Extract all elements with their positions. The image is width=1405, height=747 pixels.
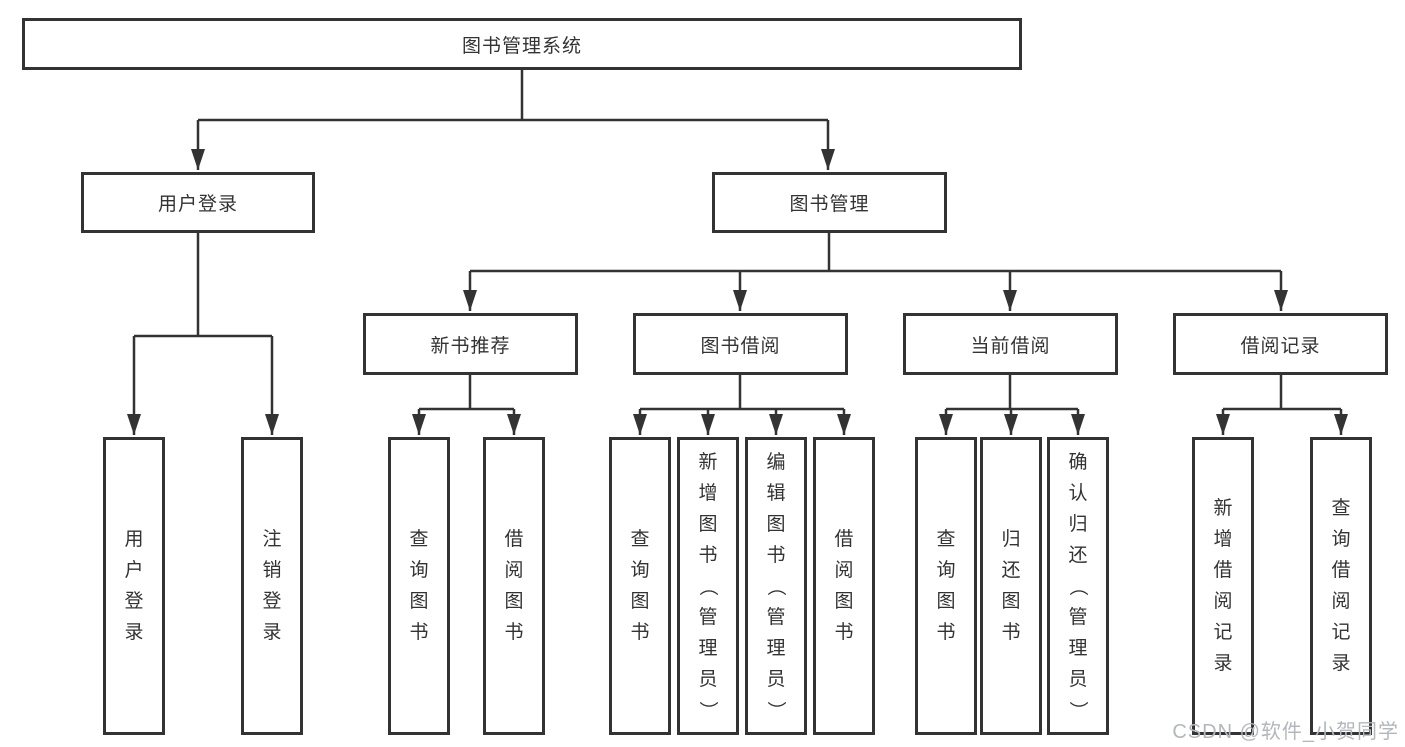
connector-new-book-children (412, 375, 521, 435)
node-new-book-recommend: 新书推荐 (363, 313, 578, 375)
leaf-edit-books-admin: 编辑图书（管理员） (745, 437, 807, 735)
node-current-borrow: 当前借阅 (903, 313, 1118, 375)
node-label: 新书推荐 (430, 335, 511, 357)
node-label: 图书管理系统 (461, 35, 582, 57)
connector-book-borrow-children (633, 375, 851, 435)
node-label: 新增借阅记录 (1213, 498, 1233, 674)
leaf-query-borrow-record: 查询借阅记录 (1310, 437, 1372, 735)
leaf-user-login: 用户登录 (103, 437, 165, 735)
node-label: 确认归还（管理员） (1067, 451, 1089, 720)
node-label: 归还图书 (1001, 529, 1021, 643)
leaf-return-books: 归还图书 (980, 437, 1042, 735)
node-label: 新增图书（管理员） (697, 451, 719, 720)
leaf-confirm-return-admin: 确认归还（管理员） (1047, 437, 1109, 735)
connector-user-login-children (127, 233, 279, 435)
connector-root-to-level2 (191, 70, 835, 170)
node-label: 借阅图书 (834, 529, 854, 643)
node-label: 用户登录 (157, 194, 238, 215)
node-label: 借阅图书 (504, 529, 524, 643)
leaf-add-books-admin: 新增图书（管理员） (677, 437, 739, 735)
node-label: 查询借阅记录 (1331, 498, 1351, 674)
connector-current-borrow-children (939, 375, 1085, 435)
leaf-add-borrow-record: 新增借阅记录 (1192, 437, 1254, 735)
node-label: 查询图书 (936, 529, 956, 643)
node-label: 当前借阅 (970, 335, 1051, 357)
node-book-management: 图书管理 (712, 172, 947, 233)
node-label: 查询图书 (409, 529, 429, 643)
leaf-borrow-books-recommend: 借阅图书 (483, 437, 545, 735)
node-label: 图书借阅 (700, 335, 781, 357)
node-label: 编辑图书（管理员） (765, 451, 787, 720)
node-label: 用户登录 (124, 529, 144, 643)
node-user-login: 用户登录 (81, 172, 315, 233)
connector-book-mgmt-to-level3 (463, 233, 1288, 311)
node-label: 注销登录 (262, 529, 282, 643)
leaf-query-books-current: 查询图书 (915, 437, 977, 735)
leaf-query-books-borrow: 查询图书 (609, 437, 671, 735)
node-label: 查询图书 (630, 529, 650, 643)
watermark-text: CSDN @软件_小贺同学 (1172, 721, 1399, 743)
leaf-logout: 注销登录 (241, 437, 303, 735)
node-library-system: 图书管理系统 (22, 18, 1022, 70)
node-label: 图书管理 (789, 194, 870, 215)
node-label: 借阅记录 (1240, 335, 1321, 357)
connector-records-children (1216, 375, 1348, 435)
leaf-query-books-recommend: 查询图书 (388, 437, 450, 735)
node-book-borrow: 图书借阅 (633, 313, 848, 375)
node-borrow-records: 借阅记录 (1173, 313, 1388, 375)
leaf-borrow-books-borrow: 借阅图书 (813, 437, 875, 735)
